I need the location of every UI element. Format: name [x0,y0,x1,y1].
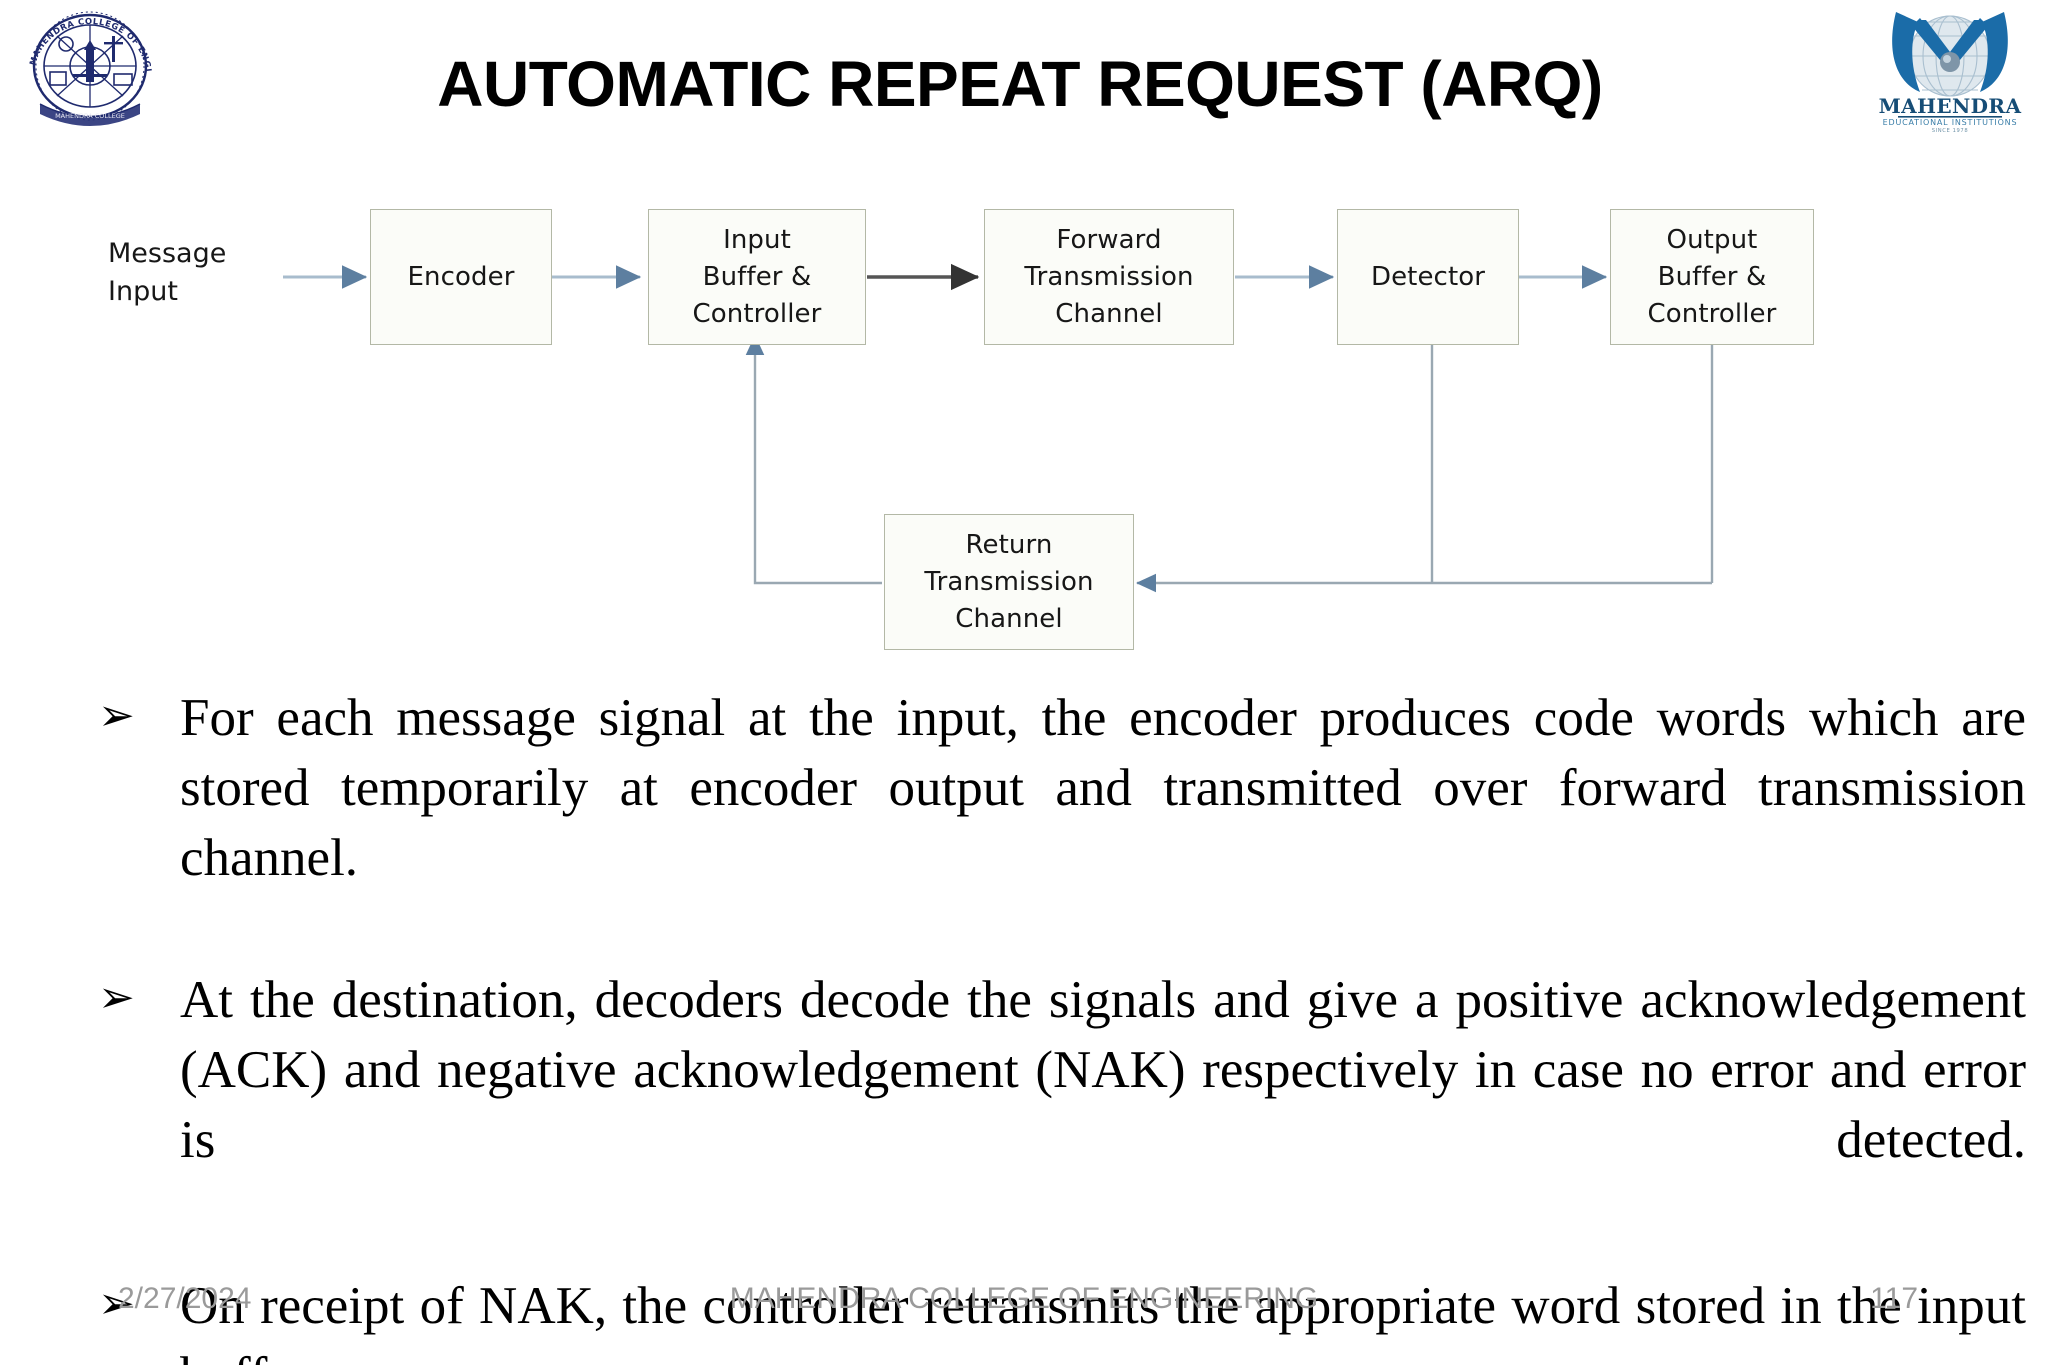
diagram-box-encoder: Encoder [370,209,552,345]
diagram-box-forward-transmission-channel: Forward Transmission Channel [984,209,1234,345]
bullet-item-3: ➢ On receipt of NAK, the controller retr… [96,1271,2026,1365]
return-channel-line-2: Transmission [924,566,1094,597]
input-buffer-line-2: Buffer & [702,261,812,292]
return-channel-line-1: Return [965,529,1053,560]
bullet-text-3: On receipt of NAK, the controller retran… [180,1277,2026,1365]
mahendra-institutions-logo: MAHENDRA EDUCATIONAL INSTITUTIONS SINCE … [1870,6,2030,134]
footer-date: 2/27/2024 [118,1282,252,1315]
input-buffer-line-3: Controller [692,298,822,329]
bullet-item-2: ➢ At the destination, decoders decode th… [96,965,2026,1245]
footer-organization: MAHENDRA COLLEGE OF ENGINEERING [729,1282,1319,1315]
forward-channel-line-1: Forward [1056,224,1162,255]
slide-footer: 2/27/2024 MAHENDRA COLLEGE OF ENGINEERIN… [0,1280,2048,1330]
svg-text:SINCE 1978: SINCE 1978 [1932,128,1968,132]
diagram-box-output-buffer-controller: Output Buffer & Controller [1610,209,1814,345]
bullet-text-1: For each message signal at the input, th… [180,689,2026,887]
college-seal-logo: MAHENDRA COLLEGE OF ENGINEERING MAHENDRA… [12,0,164,128]
bullet-marker-icon: ➢ [98,1278,135,1329]
bullet-list: ➢ For each message signal at the input, … [96,683,2026,1365]
forward-channel-line-3: Channel [1055,298,1163,329]
output-buffer-line-3: Controller [1647,298,1777,329]
encoder-label: Encoder [407,261,515,292]
message-input-line-2: Input [108,276,178,307]
page-title: AUTOMATIC REPEAT REQUEST (ARQ) [437,48,1603,120]
bullet-marker-icon: ➢ [98,690,135,741]
bullet-text-2: At the destination, decoders decode the … [180,971,2026,1169]
bullet-marker-icon: ➢ [98,972,135,1023]
bullet-item-1: ➢ For each message signal at the input, … [96,683,2026,963]
svg-text:MAHENDRA COLLEGE: MAHENDRA COLLEGE [55,112,125,120]
arq-block-diagram: Message Input Encoder Input Buffer & Con… [108,209,1814,650]
detector-label: Detector [1370,261,1486,292]
return-channel-line-3: Channel [955,603,1063,634]
diagram-box-return-transmission-channel: Return Transmission Channel [884,514,1134,650]
diagram-box-detector: Detector [1337,209,1519,345]
diagram-box-input-buffer-controller: Input Buffer & Controller [648,209,866,345]
input-buffer-line-1: Input [723,224,791,255]
output-buffer-line-1: Output [1666,224,1758,255]
message-input-label: Message Input [108,235,288,311]
svg-text:EDUCATIONAL INSTITUTIONS: EDUCATIONAL INSTITUTIONS [1883,118,2018,127]
output-buffer-line-2: Buffer & [1657,261,1767,292]
message-input-line-1: Message [108,238,227,269]
forward-channel-line-2: Transmission [1024,261,1194,292]
footer-page-number: 117 [1870,1282,1918,1315]
svg-text:MAHENDRA: MAHENDRA [1879,94,2022,118]
